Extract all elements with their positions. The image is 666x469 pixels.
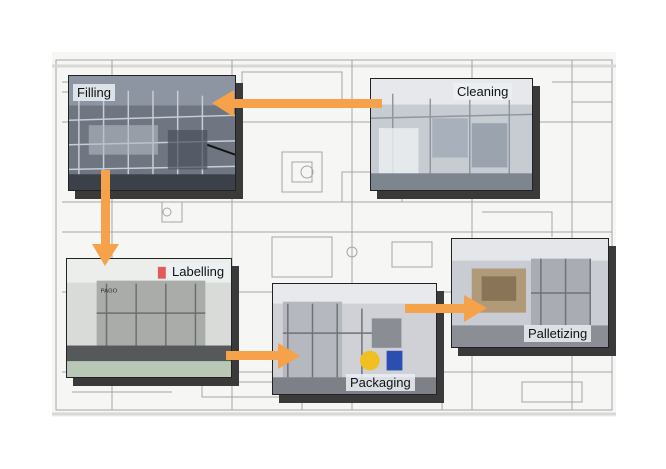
cleaning-label: Cleaning <box>453 83 513 100</box>
arrow-cleaning-to-filling <box>212 90 382 117</box>
labelling-photo: PAGO Labelling <box>66 258 232 378</box>
arrow-labelling-to-packaging <box>226 343 300 369</box>
palletizing-label: Palletizing <box>524 325 592 342</box>
filling-photo: Filling <box>68 75 236 191</box>
packaging-photo: Packaging <box>272 283 437 395</box>
filling-label: Filling <box>73 84 115 101</box>
labelling-label: Labelling <box>168 263 229 280</box>
packaging-label: Packaging <box>346 374 415 391</box>
arrow-packaging-to-palletizing <box>405 295 487 322</box>
cleaning-photo: Cleaning <box>370 78 533 191</box>
svg-text:PAGO: PAGO <box>101 288 118 294</box>
arrow-filling-to-labelling <box>92 170 119 266</box>
